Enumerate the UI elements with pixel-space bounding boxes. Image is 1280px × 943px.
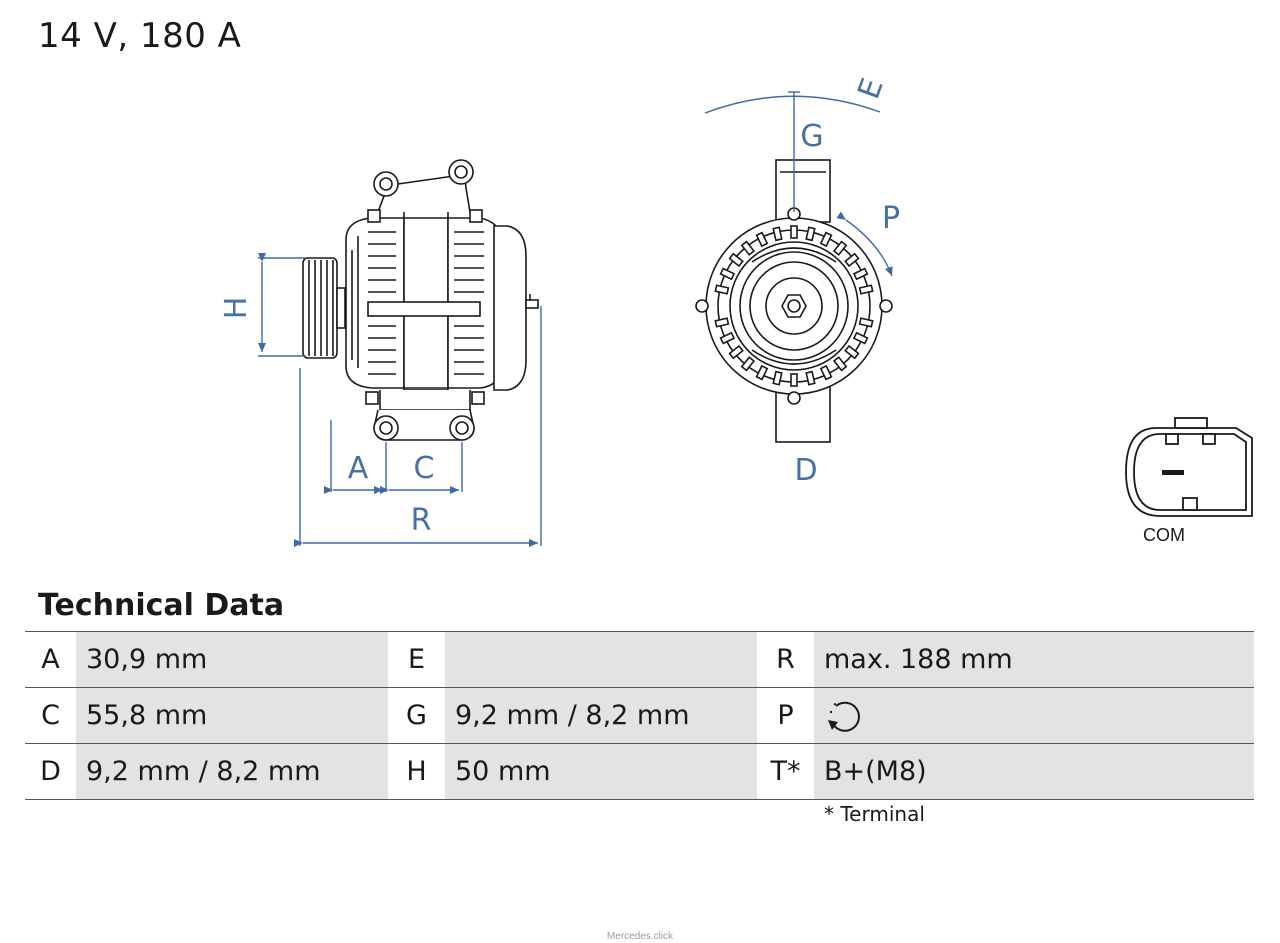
- spec-value: 9,2 mm / 8,2 mm: [445, 687, 757, 744]
- cooling-slot: [790, 373, 798, 387]
- cooling-slot: [714, 284, 730, 295]
- cooling-slot: [790, 225, 798, 239]
- cooling-slot: [714, 317, 730, 328]
- side-view-dimensions: [258, 253, 542, 547]
- pulley: [302, 257, 346, 359]
- cooling-slot: [832, 356, 848, 372]
- dim-label-h: H: [219, 297, 254, 320]
- top-mounts: [367, 159, 483, 223]
- dim-label-e: E: [851, 74, 890, 104]
- connector-icon: [1125, 417, 1253, 517]
- bottom-mounts: [365, 390, 485, 441]
- cooling-slot: [740, 356, 756, 372]
- spec-value: [814, 687, 1254, 744]
- connector-label: COM: [1143, 525, 1185, 545]
- dim-label-c: C: [414, 451, 435, 486]
- cooling-slot: [819, 364, 833, 381]
- dim-label-r: R: [411, 503, 432, 538]
- spec-value: [445, 631, 757, 688]
- cooling-slot: [852, 331, 869, 345]
- cooling-slot: [858, 284, 874, 295]
- spec-key: D: [25, 743, 76, 800]
- spec-key: A: [25, 631, 76, 688]
- cooling-slot: [719, 331, 736, 345]
- spec-value: 30,9 mm: [76, 631, 388, 688]
- cooling-slot: [858, 317, 874, 328]
- cooling-slot: [805, 370, 816, 386]
- cooling-slot: [772, 370, 783, 386]
- dim-label-p: P: [882, 201, 900, 236]
- cooling-slot: [844, 344, 860, 360]
- spec-value: max. 188 mm: [814, 631, 1254, 688]
- clockwise-rotation-icon: [828, 701, 860, 732]
- footnote: * Terminal: [824, 802, 925, 826]
- cooling-slot: [819, 231, 833, 248]
- spec-key: H: [388, 743, 445, 800]
- front-view-dimensions: [704, 91, 893, 277]
- spec-key: P: [757, 687, 814, 744]
- product-title: 14 V, 180 A: [38, 16, 242, 56]
- front-fins: [368, 231, 396, 375]
- cooling-slot: [728, 252, 744, 268]
- dim-label-d: D: [794, 453, 817, 488]
- spec-key: C: [25, 687, 76, 744]
- side-view: [302, 159, 539, 441]
- alternator-drawing: H A C R E G P D: [219, 74, 1253, 547]
- spec-key: R: [757, 631, 814, 688]
- cooling-slot: [772, 226, 783, 242]
- spec-value: 55,8 mm: [76, 687, 388, 744]
- cooling-slot: [755, 231, 769, 248]
- cooling-slot: [740, 240, 756, 256]
- spec-key: E: [388, 631, 445, 688]
- cooling-slot: [805, 226, 816, 242]
- spec-key: G: [388, 687, 445, 744]
- watermark: Mercedes.click: [606, 931, 674, 942]
- spec-key: T*: [757, 743, 814, 800]
- section-title: Technical Data: [38, 588, 285, 623]
- spec-value: 9,2 mm / 8,2 mm: [76, 743, 388, 800]
- dim-label-g: G: [800, 119, 823, 154]
- cooling-slot: [719, 267, 736, 281]
- cooling-slot: [728, 344, 744, 360]
- dim-label-a: A: [348, 451, 369, 486]
- spec-value: B+(M8): [814, 743, 1254, 800]
- cooling-slot: [755, 364, 769, 381]
- spec-value: 50 mm: [445, 743, 757, 800]
